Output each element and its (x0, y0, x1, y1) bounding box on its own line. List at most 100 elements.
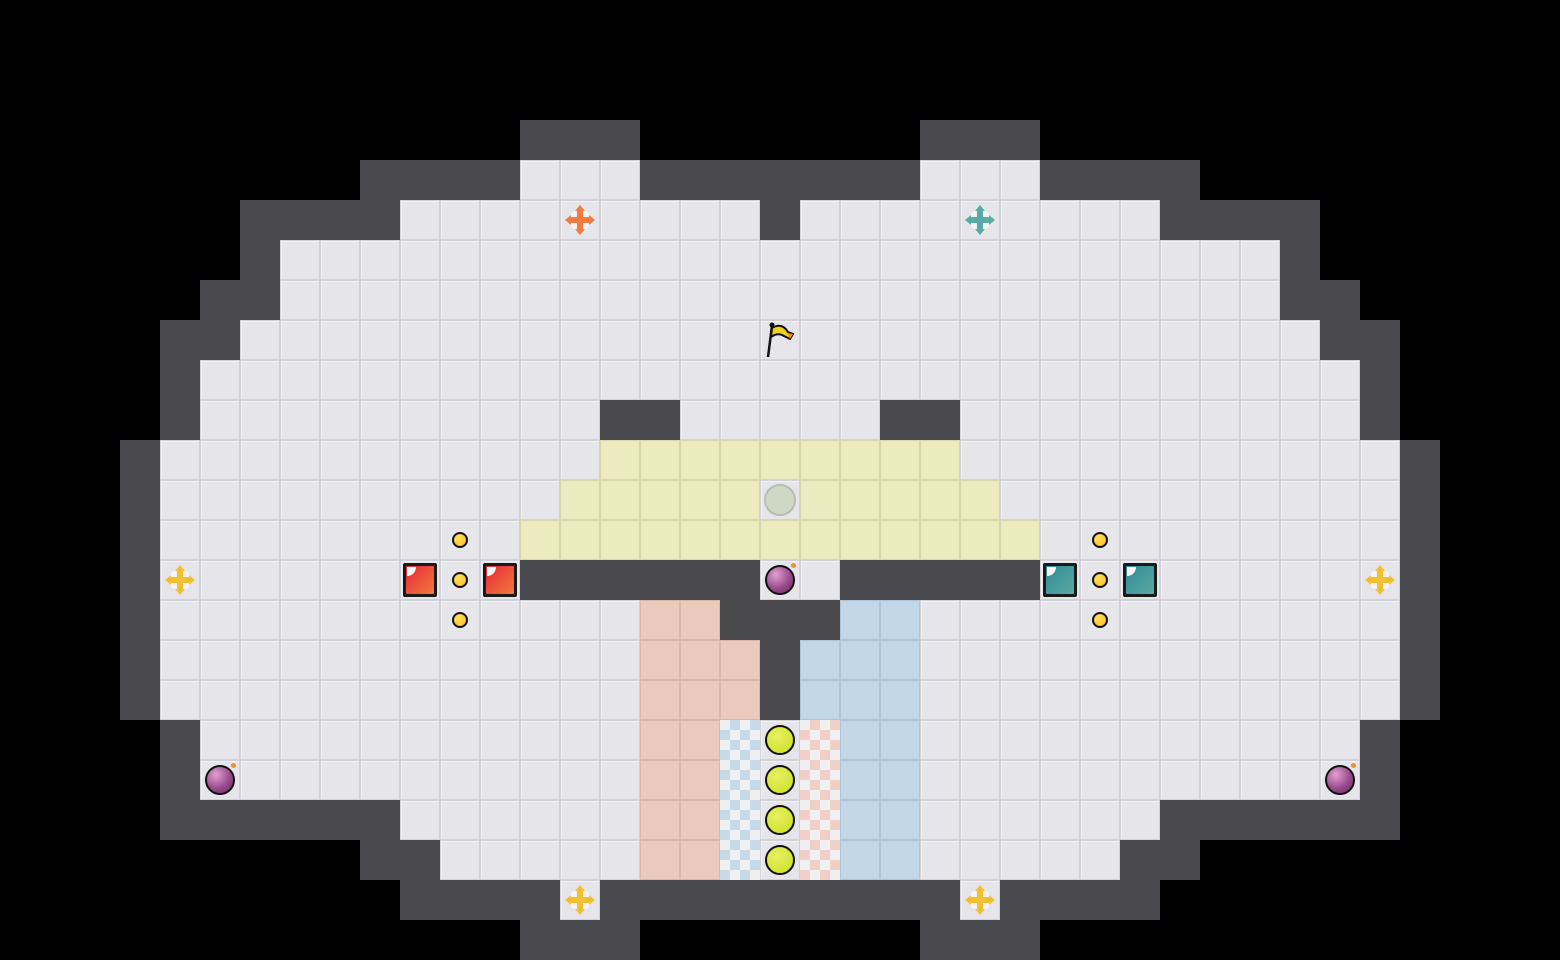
floor-tile (1320, 480, 1360, 520)
floor-tile (440, 480, 480, 520)
teal-block[interactable] (1040, 560, 1080, 600)
wall-tile (1160, 160, 1200, 200)
floor-tile (1040, 280, 1080, 320)
floor-tile (200, 520, 240, 560)
wall-tile (440, 880, 480, 920)
floor-tile (720, 360, 760, 400)
wall-tile (640, 560, 680, 600)
floor-tile (1120, 520, 1160, 560)
floor-tile (1320, 440, 1360, 480)
floor-tile (280, 440, 320, 480)
move-cross-teal[interactable] (960, 200, 1000, 240)
coin (1080, 560, 1120, 600)
floor-tile (1360, 520, 1400, 560)
floor-tile (1280, 360, 1320, 400)
wall-tile (1240, 200, 1280, 240)
yellow-zone-tile (720, 440, 760, 480)
goal-flag-icon[interactable] (760, 320, 800, 360)
wall-tile (840, 880, 880, 920)
floor-tile (320, 280, 360, 320)
wall-tile (1160, 840, 1200, 880)
floor-tile (480, 800, 520, 840)
wall-tile (120, 640, 160, 680)
floor-tile (360, 480, 400, 520)
yellow-zone-tile (600, 440, 640, 480)
move-cross-yellow[interactable] (160, 560, 200, 600)
coin (1080, 520, 1120, 560)
floor-tile (480, 200, 520, 240)
move-cross-yellow[interactable] (1360, 560, 1400, 600)
floor-tile (1080, 440, 1120, 480)
floor-tile (360, 560, 400, 600)
floor-tile (1040, 800, 1080, 840)
yellow-zone-tile (640, 520, 680, 560)
wall-tile (680, 160, 720, 200)
floor-tile (520, 840, 560, 880)
floor-tile (320, 240, 360, 280)
bomb-icon[interactable] (200, 760, 240, 800)
move-cross-yellow[interactable] (960, 880, 1000, 920)
red-block[interactable] (400, 560, 440, 600)
bomb-icon[interactable] (760, 560, 800, 600)
wall-tile (880, 160, 920, 200)
floor-tile (920, 720, 960, 760)
floor-tile (1240, 440, 1280, 480)
blue-zone-tile (880, 840, 920, 880)
floor-tile (680, 360, 720, 400)
floor-tile (1120, 800, 1160, 840)
floor-tile (880, 360, 920, 400)
wall-tile (1400, 440, 1440, 480)
wall-tile (720, 880, 760, 920)
floor-tile (1160, 640, 1200, 680)
wall-tile (760, 160, 800, 200)
floor-tile (1120, 320, 1160, 360)
floor-tile (960, 600, 1000, 640)
yellow-zone-tile (680, 480, 720, 520)
floor-tile (520, 680, 560, 720)
floor-tile (1240, 320, 1280, 360)
wall-tile (680, 880, 720, 920)
wall-tile (920, 880, 960, 920)
wall-tile (200, 280, 240, 320)
floor-tile (160, 440, 200, 480)
floor-tile (320, 680, 360, 720)
wall-tile (1400, 680, 1440, 720)
floor-tile (1360, 680, 1400, 720)
red-zone-tile (680, 720, 720, 760)
floor-tile (920, 640, 960, 680)
bomb-icon[interactable] (1320, 760, 1360, 800)
floor-tile (320, 560, 360, 600)
floor-tile (1040, 600, 1080, 640)
yellow-zone-tile (640, 480, 680, 520)
floor-tile (480, 240, 520, 280)
floor-tile (520, 400, 560, 440)
yellow-zone-tile (520, 520, 560, 560)
floor-tile (1160, 520, 1200, 560)
floor-tile (280, 400, 320, 440)
floor-tile (440, 360, 480, 400)
wall-tile (360, 160, 400, 200)
floor-tile (840, 400, 880, 440)
yellow-zone-tile (680, 520, 720, 560)
floor-tile (280, 560, 320, 600)
floor-tile (840, 240, 880, 280)
floor-tile (480, 400, 520, 440)
red-zone-tile (680, 760, 720, 800)
floor-tile (520, 200, 560, 240)
floor-tile (560, 160, 600, 200)
floor-tile (560, 600, 600, 640)
floor-tile (400, 760, 440, 800)
floor-tile (280, 640, 320, 680)
teal-block[interactable] (1120, 560, 1160, 600)
floor-tile (640, 200, 680, 240)
move-cross-orange[interactable] (560, 200, 600, 240)
move-cross-yellow[interactable] (560, 880, 600, 920)
blue-zone-tile (840, 720, 880, 760)
floor-tile (360, 440, 400, 480)
yellow-zone-tile (840, 480, 880, 520)
floor-tile (760, 360, 800, 400)
red-block[interactable] (480, 560, 520, 600)
floor-tile (680, 240, 720, 280)
floor-tile (760, 240, 800, 280)
